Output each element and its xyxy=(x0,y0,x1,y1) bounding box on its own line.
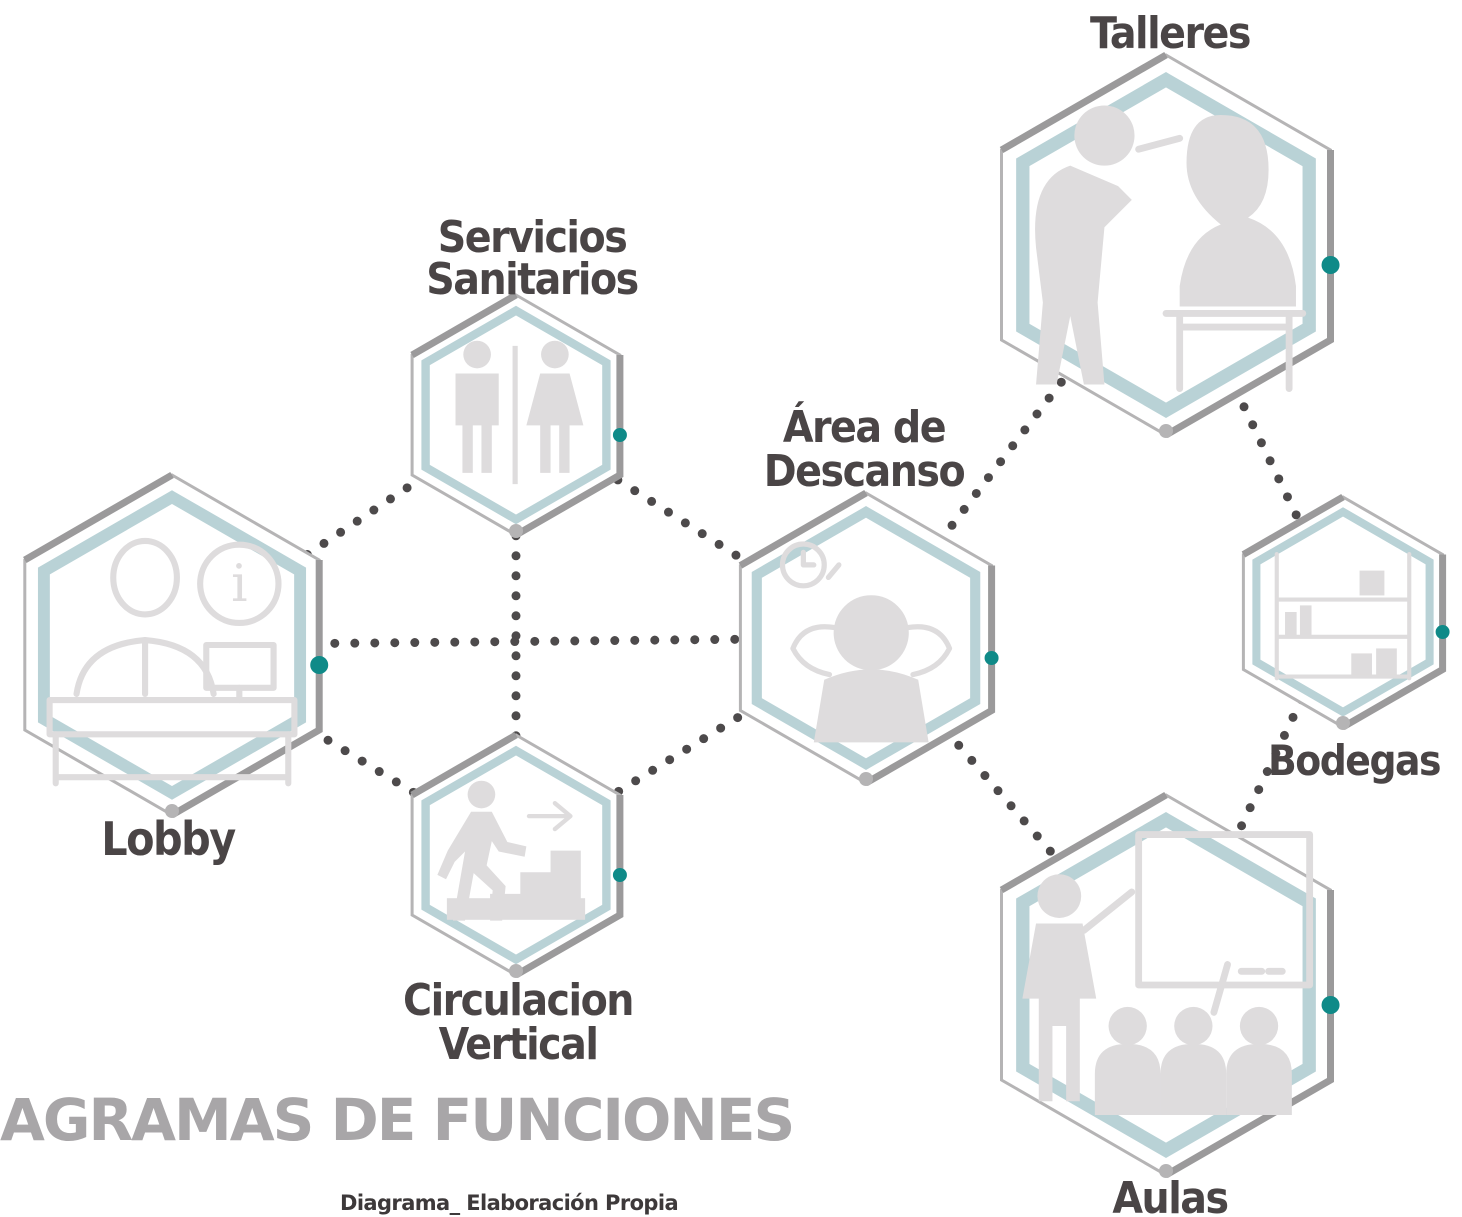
reception-desk-icon: i xyxy=(46,537,298,787)
relaxing-person-icon xyxy=(779,541,953,743)
diagram-caption: Diagrama_ Elaboración Propia xyxy=(340,1191,678,1215)
connector-lobby-servicios xyxy=(286,466,437,571)
svg-text:i: i xyxy=(231,554,247,614)
diagram-title: AGRAMAS DE FUNCIONES xyxy=(0,1086,793,1154)
hex-accent xyxy=(23,471,174,564)
label-line: Talleres xyxy=(1090,8,1250,59)
vertex-dot xyxy=(859,772,873,786)
node-label-bodegas: Bodegas xyxy=(1268,736,1440,785)
label-line: Sanitarios xyxy=(426,254,637,305)
node-servicios xyxy=(410,291,627,539)
restroom-icon xyxy=(455,340,584,485)
connector-lobby-descanso xyxy=(310,634,749,649)
hex-accent xyxy=(1164,890,1334,1179)
node-circulacion xyxy=(410,731,627,979)
label-line: Área de xyxy=(783,400,945,453)
connector-descanso-aulas xyxy=(941,725,1067,869)
hex-accent xyxy=(738,489,868,569)
label-line: Vertical xyxy=(439,1019,598,1070)
hex-accent xyxy=(514,355,624,539)
vertex-dot xyxy=(509,964,523,978)
classroom-icon xyxy=(1022,831,1314,1115)
label-line: Lobby xyxy=(101,812,236,866)
connector-lobby-circulacion xyxy=(289,714,435,807)
accent-dot xyxy=(612,868,627,882)
hex-accent xyxy=(999,791,1168,894)
label-line: Circulacion xyxy=(403,975,633,1026)
vertex-dot xyxy=(1159,1164,1173,1178)
stairs-icon xyxy=(437,780,586,921)
node-aulas xyxy=(999,791,1340,1179)
accent-dot xyxy=(984,651,999,665)
accent-dot xyxy=(1321,996,1340,1014)
label-line: Bodegas xyxy=(1268,736,1440,785)
node-lobby: i xyxy=(23,471,329,819)
node-talleres xyxy=(999,51,1340,439)
hex-accent xyxy=(170,560,323,819)
vertex-dot xyxy=(509,524,523,538)
connector-servicios-descanso xyxy=(596,464,768,578)
node-bodegas xyxy=(1241,493,1450,731)
storage-shelves-icon xyxy=(1274,551,1412,681)
accent-dot xyxy=(612,428,627,442)
node-label-lobby: Lobby xyxy=(101,812,236,866)
accent-dot xyxy=(1321,256,1340,274)
label-line: Servicios xyxy=(438,212,627,263)
label-line: Aulas xyxy=(1112,1173,1227,1217)
vertex-dot xyxy=(1336,716,1350,730)
connector-bodegas-aulas xyxy=(1229,694,1307,846)
hex-accent xyxy=(999,51,1168,154)
hex-accent xyxy=(410,731,518,799)
connector-circulacion-descanso xyxy=(597,697,767,807)
hex-accent xyxy=(1241,493,1345,558)
hex-accent xyxy=(864,565,996,787)
hex-accent xyxy=(1164,150,1334,439)
node-label-talleres: Talleres xyxy=(1090,8,1250,59)
hex-accent xyxy=(410,291,518,359)
connector-talleres-bodegas xyxy=(1230,384,1306,530)
node-descanso xyxy=(738,489,999,787)
hex-accent xyxy=(514,795,624,979)
accent-dot xyxy=(1435,625,1450,639)
label-line: Descanso xyxy=(764,446,965,497)
accent-dot xyxy=(310,656,329,674)
connector-descanso-talleres xyxy=(935,367,1074,546)
nodes: i xyxy=(23,51,1450,1179)
sculptor-icon xyxy=(1035,105,1307,393)
vertex-dot xyxy=(1159,424,1173,438)
vertex-dot xyxy=(165,804,179,818)
node-label-aulas: Aulas xyxy=(1112,1173,1227,1217)
hex-accent xyxy=(1341,554,1447,731)
